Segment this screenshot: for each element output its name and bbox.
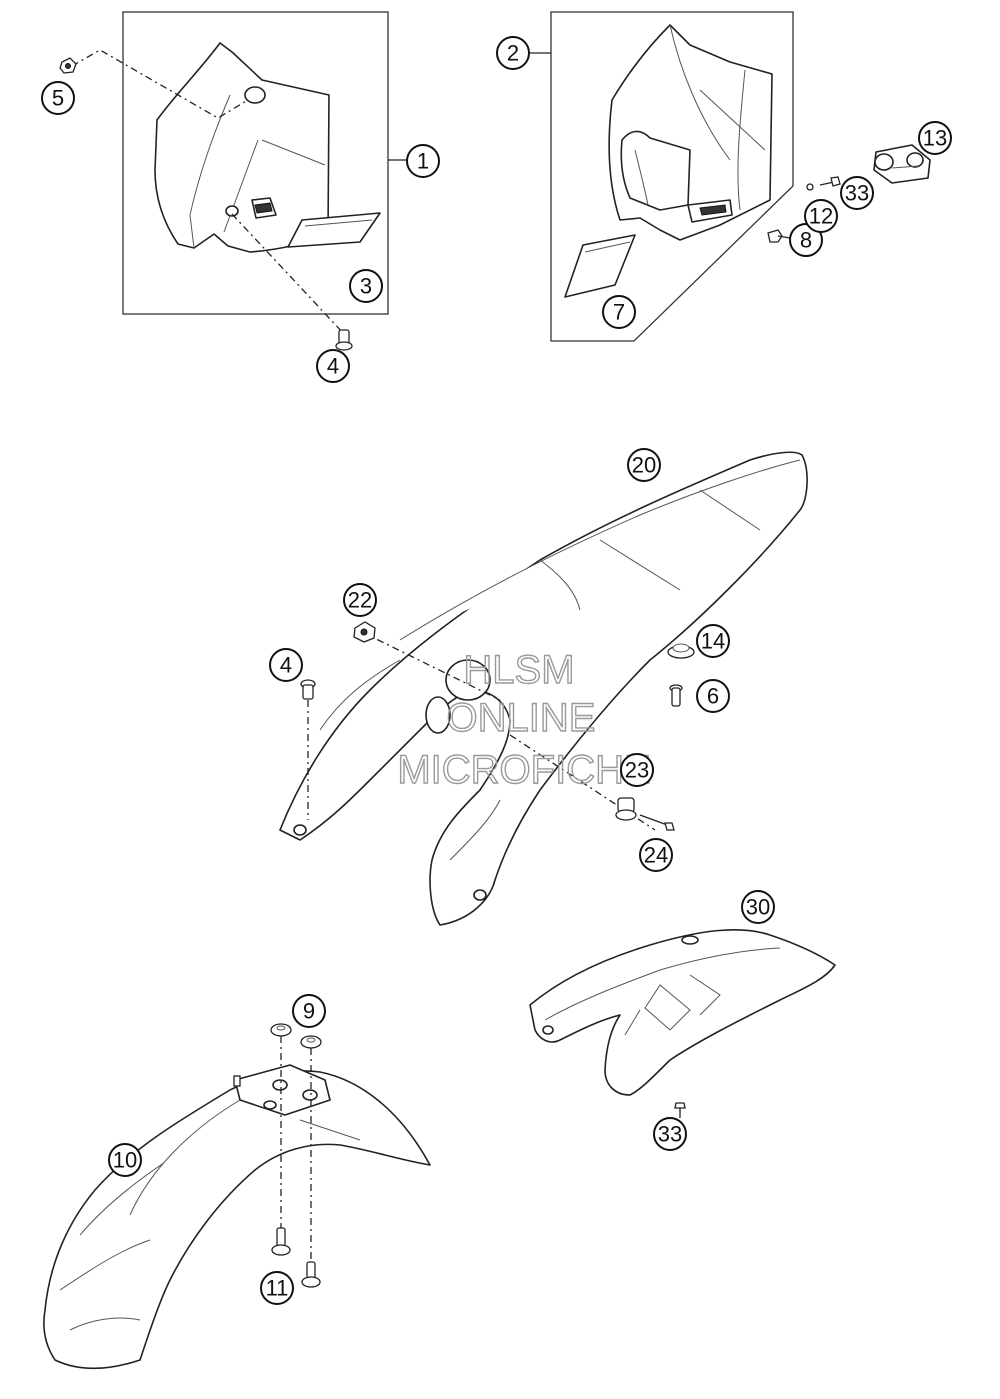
callout-33-bottom: 33 (653, 1117, 687, 1151)
svg-text:7: 7 (613, 300, 625, 325)
bolt-11a (271, 1227, 291, 1256)
callout-3: 3 (349, 269, 383, 303)
screw-6 (669, 684, 683, 707)
svg-text:24: 24 (644, 843, 668, 868)
callout-11: 11 (260, 1271, 294, 1305)
svg-text:33: 33 (845, 181, 869, 206)
callout-10: 10 (108, 1143, 142, 1177)
screw-33-bottom (674, 1102, 686, 1118)
callout-7: 7 (602, 295, 636, 329)
svg-text:11: 11 (266, 1276, 289, 1301)
front-fender-assembly (43, 1023, 431, 1370)
svg-text:9: 9 (303, 999, 315, 1024)
callout-12: 12 (804, 199, 838, 233)
spacer-23 (615, 797, 637, 821)
callout-24: 24 (639, 838, 673, 872)
svg-text:33: 33 (658, 1122, 682, 1147)
screw-8 (767, 229, 791, 243)
svg-text:3: 3 (360, 274, 372, 299)
bolt-11b (301, 1261, 321, 1288)
callouts: 1 2 3 4 4 5 6 7 8 9 10 11 12 13 14 20 22… (41, 36, 952, 1305)
screw-4-fender (300, 679, 316, 700)
callout-8: 8 (789, 223, 823, 257)
rear-fender-assembly (279, 451, 808, 926)
headlight-mask-assembly (526, 11, 931, 342)
svg-text:23: 23 (625, 758, 649, 783)
washer-12 (806, 183, 814, 191)
grommet-14 (667, 643, 695, 659)
screw-5 (59, 57, 77, 74)
svg-text:22: 22 (348, 588, 372, 613)
callout-20: 20 (627, 448, 661, 482)
front-fender (43, 1070, 431, 1370)
callout-13: 13 (918, 121, 952, 155)
svg-text:10: 10 (113, 1148, 137, 1173)
callout-9: 9 (292, 994, 326, 1028)
callout-33-top: 33 (840, 176, 874, 210)
svg-text:20: 20 (632, 453, 656, 478)
decal-7 (564, 234, 636, 298)
callout-23: 23 (620, 753, 654, 787)
watermark: HLSM ONLINE MICROFICHE (397, 647, 652, 792)
clamp-13 (873, 144, 931, 184)
callout-6: 6 (696, 679, 730, 713)
nut-22 (353, 621, 376, 643)
svg-text:13: 13 (923, 126, 947, 151)
callout-22: 22 (343, 583, 377, 617)
svg-text:8: 8 (800, 228, 812, 253)
callout-1: 1 (406, 144, 440, 178)
screw-4-top (335, 329, 353, 351)
callout-4-fender: 4 (269, 648, 303, 682)
svg-text:4: 4 (280, 653, 292, 678)
svg-text:5: 5 (52, 86, 64, 111)
svg-text:14: 14 (701, 629, 725, 654)
svg-text:12: 12 (809, 204, 833, 229)
kit-box-2 (550, 11, 794, 342)
bolt-24 (639, 814, 675, 831)
svg-text:30: 30 (746, 895, 770, 920)
svg-text:1: 1 (417, 149, 429, 174)
watermark-line-3: MICROFICHE (397, 748, 650, 792)
kit-box-1 (122, 11, 389, 315)
callout-5: 5 (41, 81, 75, 115)
watermark-line-1: HLSM (463, 648, 574, 692)
svg-text:2: 2 (507, 41, 519, 66)
watermark-line-2: ONLINE (447, 696, 596, 740)
callout-14: 14 (696, 624, 730, 658)
svg-text:4: 4 (327, 354, 339, 379)
callout-30: 30 (741, 890, 775, 924)
fender-support-assembly (529, 929, 836, 1118)
screw-33-top (819, 176, 841, 187)
svg-text:6: 6 (707, 684, 719, 709)
callout-4-top: 4 (316, 349, 350, 383)
number-plate-assembly (59, 11, 408, 351)
callout-2: 2 (496, 36, 530, 70)
